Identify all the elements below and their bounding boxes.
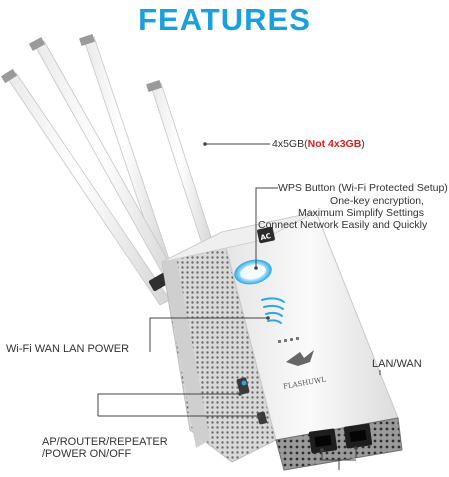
wps-description: One-key encryption, Maximum Simplify Set… [258, 195, 428, 231]
led-indicators [261, 297, 285, 324]
led-callout: Wi-Fi WAN LAN POWER [6, 343, 130, 355]
features-title: FEATURES [138, 2, 311, 37]
switch-line-1: AP/ROUTER/REPEATER [42, 436, 168, 448]
brand-logo [286, 350, 314, 366]
wps-title: WPS Button (Wi-Fi Protected Setup) [278, 182, 448, 194]
wps-line-4: Connect Network Easily and Quickly [258, 219, 428, 231]
ac-badge-text: AC [260, 232, 272, 242]
switch-line-2: /POWER ON/OFF [42, 448, 132, 460]
extender-body [161, 211, 403, 471]
ethernet-port-lan[interactable] [308, 428, 338, 454]
antenna-hinge [148, 273, 170, 291]
wps-button[interactable] [232, 256, 274, 287]
status-icons [278, 337, 299, 343]
ports-callout: LAN/WAN [372, 358, 422, 370]
antenna-spec-text: 4x5GB( [272, 138, 308, 150]
callout-lines [97, 143, 381, 470]
switch-callout: AP/ROUTER/REPEATER /POWER ON/OFF [42, 436, 168, 460]
wps-callout: WPS Button (Wi-Fi Protected Setup) [278, 182, 448, 194]
ac-badge [257, 226, 275, 244]
antenna-callout: 4x5GB(Not 4x3GB) [272, 138, 365, 150]
antenna-1 [79, 34, 171, 267]
wps-line-3: Maximum Simplify Settings [297, 207, 424, 219]
ethernet-port-wan[interactable] [343, 423, 373, 449]
mode-switch[interactable] [236, 377, 250, 395]
wps-line-2: One-key encryption, [330, 195, 424, 207]
callout-dots [203, 142, 358, 452]
antenna-spec-suffix: ) [361, 138, 365, 150]
antenna-spec-highlight: Not 4x3GB [307, 138, 362, 150]
